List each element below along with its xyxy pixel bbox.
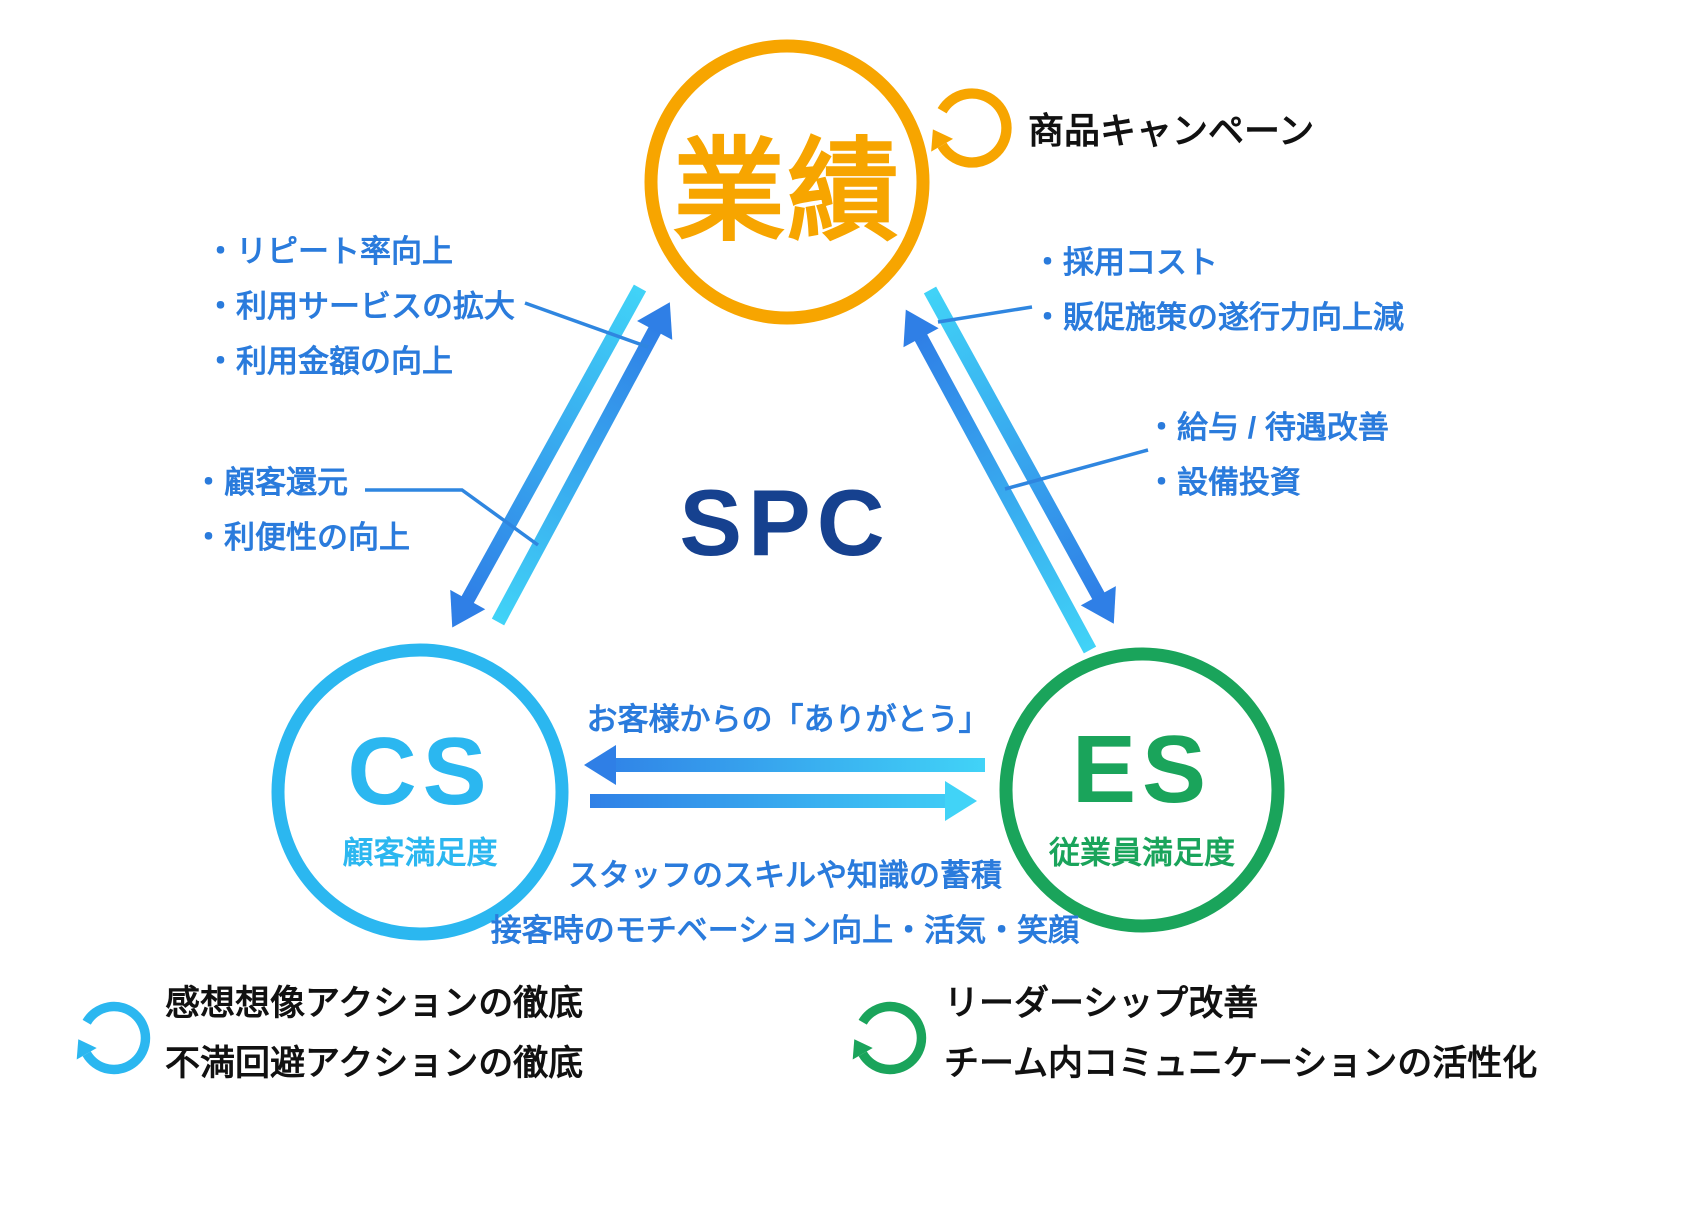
arrow-shaft: [590, 794, 945, 808]
cs-to-es-arrow-label-1: スタッフのスキルや知識の蓄積: [568, 858, 1002, 893]
note-line: ・利用金額の向上: [205, 344, 453, 379]
connector-cs-to-performance-notes: [524, 301, 649, 349]
note-line: ・給与 / 待遇改善: [1146, 410, 1389, 445]
note-line: 不満回避アクションの徹底: [165, 1044, 584, 1083]
connector-performance-to-es-notes: [1004, 448, 1149, 491]
cs-loop-notes: 感想想像アクションの徹底 不満回避アクションの徹底: [165, 974, 583, 1094]
note-line: ・リピート率向上: [205, 234, 453, 269]
note-line: チーム内コミュニケーションの活性化: [944, 1044, 1538, 1083]
arrow-performance-to-cs: [450, 284, 647, 628]
refresh-cycle-icon-performance: [931, 88, 1012, 168]
es-to-performance-notes: ・採用コスト ・販促施策の遂行力向上減: [1032, 235, 1404, 345]
performance-node-label: 業績: [673, 129, 901, 254]
arrow-shaft: [923, 286, 1107, 603]
arrow-head: [637, 302, 673, 340]
cs-node-label: CS: [347, 718, 493, 825]
arrow-head: [903, 309, 939, 348]
es-loop-notes: リーダーシップ改善 チーム内コミュニケーションの活性化: [944, 974, 1537, 1094]
cs-to-performance-notes: ・リピート率向上 ・利用サービスの拡大 ・利用金額の向上: [205, 224, 515, 389]
note-line: ・顧客還元: [193, 465, 348, 500]
performance-to-cs-notes: ・顧客還元 ・利便性の向上: [193, 455, 410, 565]
note-line: ・販促施策の遂行力向上減: [1032, 300, 1404, 335]
cs-node-sublabel: 顧客満足度: [342, 835, 498, 871]
refresh-cycle-icon-cs: [76, 1001, 151, 1075]
note-line: ・設備投資: [1146, 465, 1301, 500]
arrow-head: [584, 745, 616, 785]
connector-es-to-performance-notes: [937, 305, 1033, 324]
arrow-shaft: [612, 758, 985, 772]
note-line: 感想想像アクションの徹底: [165, 984, 584, 1023]
arrow-cs-to-performance: [491, 302, 673, 626]
arrow-shaft: [459, 284, 647, 607]
es-node-sublabel: 従業員満足度: [1049, 835, 1235, 871]
note-line: リーダーシップ改善: [944, 984, 1259, 1023]
arrow-shaft: [912, 330, 1097, 654]
note-line: ・利便性の向上: [193, 520, 410, 555]
es-to-cs-arrow-label: お客様からの「ありがとう」: [586, 702, 990, 737]
cs-node-circle: [271, 643, 569, 941]
spc-center-title: SPC: [679, 470, 891, 575]
es-node-circle: [999, 647, 1285, 933]
refresh-cycle-icon-es: [852, 1001, 927, 1075]
note-line: ・利用サービスの拡大: [205, 289, 515, 324]
arrow-performance-to-es: [923, 286, 1116, 624]
arrow-es-to-cs: [584, 745, 985, 785]
arrow-es-to-performance: [903, 309, 1097, 654]
arrow-head: [945, 781, 977, 821]
cs-to-es-arrow-label-2: 接客時のモチベーション向上・活気・笑顔: [490, 913, 1080, 948]
performance-loop-label: 商品キャンペーン: [1028, 110, 1315, 151]
performance-node-circle: [644, 39, 930, 325]
arrow-cs-to-es: [590, 781, 977, 821]
connector-performance-to-cs-notes: [365, 488, 540, 547]
note-line: ・採用コスト: [1032, 245, 1218, 280]
performance-to-es-notes: ・給与 / 待遇改善 ・設備投資: [1146, 400, 1389, 510]
arrow-head: [1080, 586, 1116, 624]
arrow-shaft: [491, 323, 663, 626]
es-node-label: ES: [1071, 716, 1213, 823]
arrow-head: [450, 589, 486, 628]
